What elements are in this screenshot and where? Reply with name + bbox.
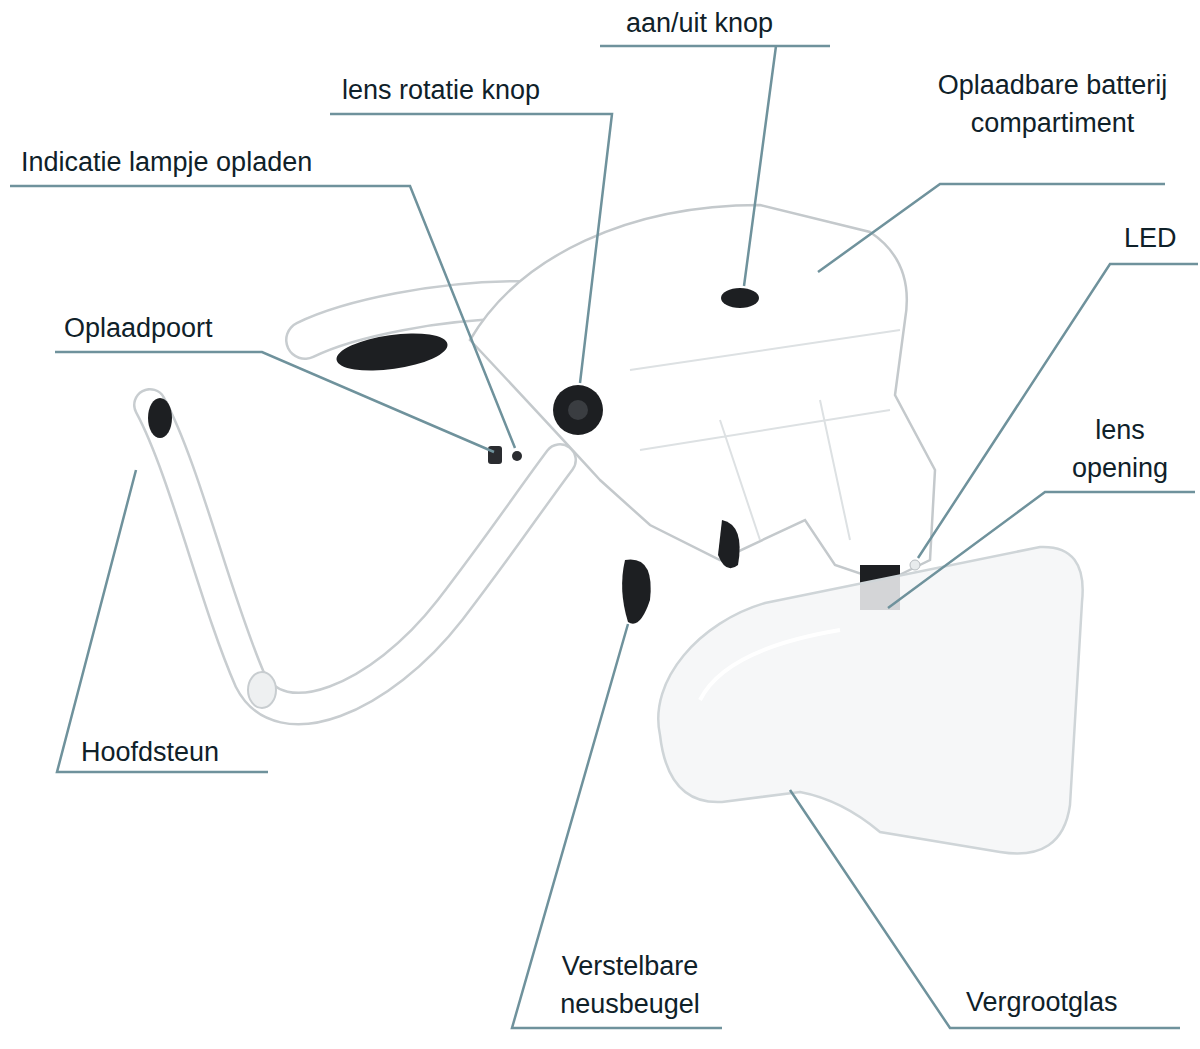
charging-port: [488, 446, 502, 464]
nose-pad: [622, 560, 651, 624]
part-label: Vergrootglas: [966, 983, 1181, 1021]
nose-pad: [718, 520, 740, 568]
part-label: lens opening: [1045, 411, 1195, 487]
lens-highlight: [700, 630, 840, 700]
power-button: [721, 288, 759, 308]
leader-line: [818, 184, 1165, 272]
lens-rotation-knob: [553, 385, 603, 435]
leader-line: [790, 790, 1180, 1028]
part-label: Hoofdsteun: [81, 733, 281, 771]
headband-screw: [248, 672, 276, 708]
magnifier-lens: [658, 547, 1082, 854]
leader-line: [888, 492, 1195, 608]
headband-outline: [150, 405, 560, 709]
part-label: Indicatie lampje opladen: [21, 143, 421, 181]
leader-line: [600, 46, 830, 286]
charge-indicator: [512, 451, 522, 461]
leader-lines: [10, 46, 1198, 1028]
headband-end-pad: [148, 398, 172, 438]
leader-line: [10, 186, 515, 448]
part-label: Verstelbare neusbeugel: [525, 947, 735, 1023]
leader-line: [330, 114, 612, 383]
housing-seams: [630, 330, 900, 540]
leader-line: [55, 352, 494, 452]
knob-center: [568, 400, 588, 420]
forehead-pad: [334, 327, 450, 376]
leader-line: [918, 264, 1198, 558]
part-label: aan/uit knop: [626, 4, 836, 42]
headband: [150, 405, 560, 709]
part-label: LED: [1124, 219, 1196, 257]
part-label: Oplaadpoort: [64, 309, 284, 347]
part-label: Oplaadbare batterij compartiment: [935, 66, 1170, 142]
part-label: lens rotatie knop: [342, 71, 622, 109]
led: [910, 560, 920, 570]
housing: [470, 205, 935, 582]
leader-line: [57, 470, 268, 772]
